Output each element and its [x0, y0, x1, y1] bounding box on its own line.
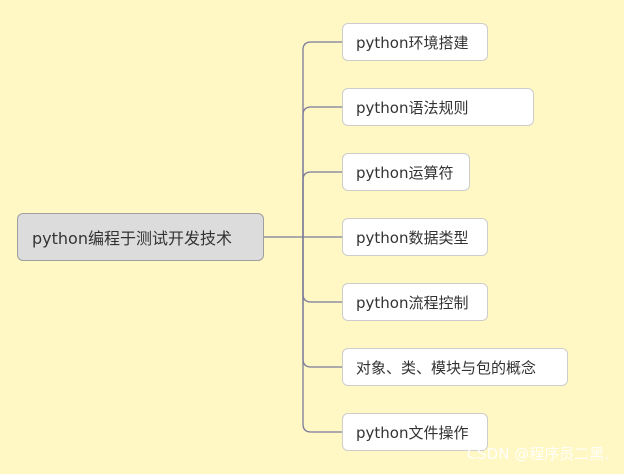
branch-connector-0	[302, 41, 342, 237]
subtopic-operators[interactable]: python运算符	[342, 153, 470, 191]
branch-connector-1	[302, 106, 342, 237]
branch-connector-2	[302, 171, 342, 237]
subtopic-label: python环境搭建	[356, 33, 469, 52]
subtopic-label: python流程控制	[356, 293, 469, 312]
subtopic-flow-control[interactable]: python流程控制	[342, 283, 488, 321]
subtopic-objects-classes-modules[interactable]: 对象、类、模块与包的概念	[342, 348, 568, 386]
subtopic-label: python运算符	[356, 163, 454, 182]
subtopic-file-operations[interactable]: python文件操作	[342, 413, 488, 451]
branch-connector-4	[302, 237, 342, 303]
subtopic-environment-setup[interactable]: python环境搭建	[342, 23, 488, 61]
watermark: CSDN @程序员二黑.	[466, 445, 609, 463]
branch-connector-6	[302, 237, 342, 433]
subtopic-label: python文件操作	[356, 423, 469, 442]
root-topic[interactable]: python编程于测试开发技术	[17, 213, 264, 261]
subtopic-label: 对象、类、模块与包的概念	[356, 358, 537, 377]
subtopic-data-types[interactable]: python数据类型	[342, 218, 488, 256]
subtopic-label: python数据类型	[356, 228, 469, 247]
connector-lines	[264, 41, 342, 433]
root-topic-label: python编程于测试开发技术	[32, 229, 232, 248]
subtopic-label: python语法规则	[356, 98, 469, 117]
subtopic-syntax-rules[interactable]: python语法规则	[342, 88, 534, 126]
